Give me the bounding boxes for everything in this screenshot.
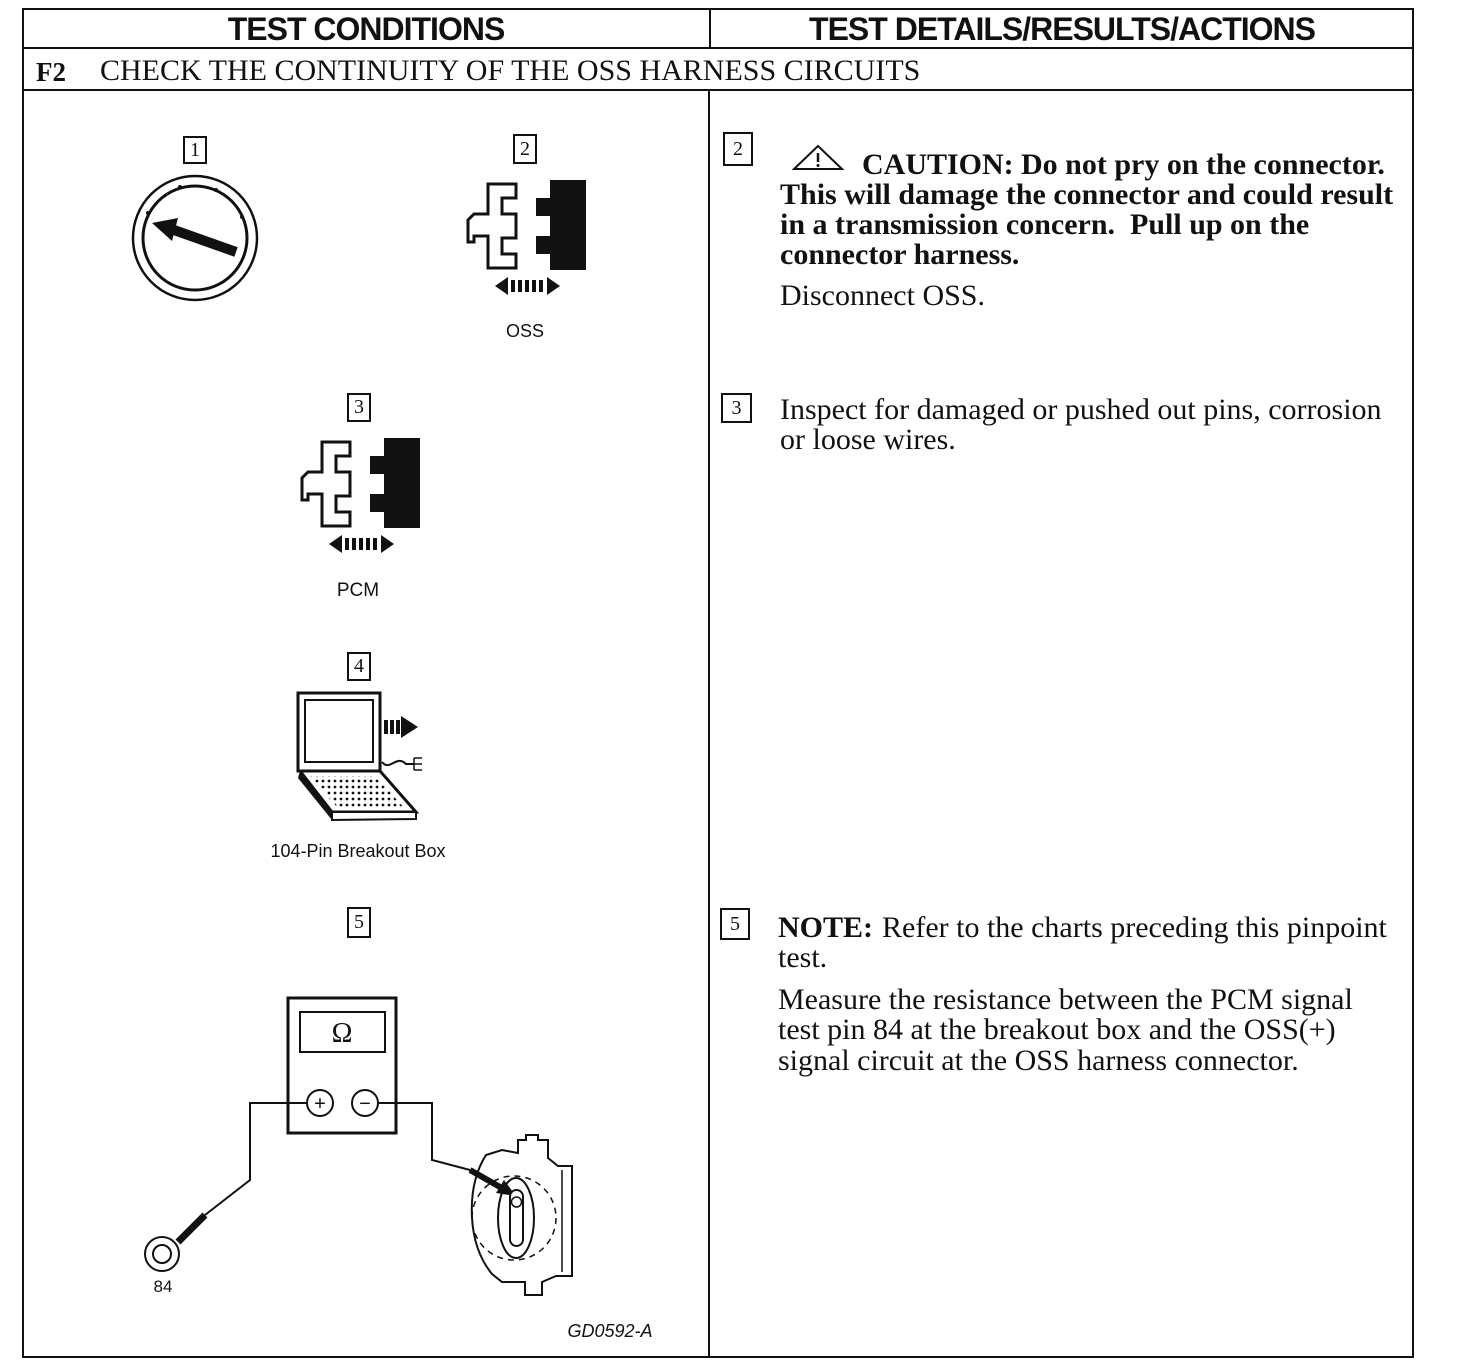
step-code: F2 — [36, 57, 66, 87]
detail-2-number: 2 — [723, 132, 753, 166]
ignition-outer-ring — [131, 174, 259, 302]
arrow-hatch — [359, 538, 363, 550]
connector-terminal-slot — [509, 1189, 524, 1247]
meter-positive-lead — [204, 1102, 307, 1216]
meter-plus-symbol: + — [314, 1093, 326, 1115]
note-text-line: Refer to the charts preceding this pinpo… — [882, 911, 1387, 944]
breakout-cable-plug — [413, 757, 422, 771]
test-pin-label: 84 — [154, 1277, 173, 1296]
arrow-right-head — [381, 535, 394, 553]
arrow-right-head — [547, 277, 560, 295]
ignition-key-shaft — [172, 225, 238, 257]
connector-component-half — [370, 438, 420, 528]
ohmmeter-icon: Ω + − 84 — [144, 996, 573, 1296]
arrow-left-head — [495, 277, 508, 295]
connector-harness-half — [466, 182, 518, 270]
table-bottom-border — [22, 1356, 1414, 1358]
body-column-divider — [708, 89, 710, 1357]
breakout-box-label: 104-Pin Breakout Box — [270, 841, 446, 861]
arrow-hatch — [345, 538, 349, 550]
laptop-base-edge — [298, 771, 332, 820]
arrow-hatch — [384, 720, 388, 734]
header-test-details: TEST DETAILS/RESULTS/ACTIONS — [809, 11, 1316, 47]
header-bottom-border — [22, 47, 1414, 49]
laptop-keyboard — [310, 776, 404, 808]
pcm-label: PCM — [336, 580, 380, 601]
condition-2-number: 2 — [513, 134, 537, 164]
connector-harness-half — [300, 440, 352, 528]
laptop-breakout-box-icon — [296, 691, 422, 822]
condition-1-number: 1 — [183, 136, 207, 164]
ignition-position-mark — [146, 211, 150, 215]
connector-terminal-pin — [510, 1196, 523, 1208]
detail-5-number: 5 — [720, 908, 750, 940]
connector-component-half — [536, 180, 586, 270]
ignition-position-mark — [178, 185, 182, 189]
warning-triangle-icon — [791, 144, 845, 170]
arrow-hatch — [532, 280, 536, 292]
oss-label: OSS — [505, 321, 544, 341]
breakout-cable — [381, 759, 414, 767]
caution-text-line: connector harness. — [780, 238, 1020, 271]
arrow-hatch — [518, 280, 522, 292]
condition-4-number: 4 — [347, 652, 371, 681]
figure-id: GD0592-A — [567, 1321, 653, 1341]
inspect-text-line: or loose wires. — [780, 423, 956, 456]
ignition-position-mark — [214, 188, 218, 192]
measure-text-line: test pin 84 at the breakout box and the … — [778, 1013, 1336, 1046]
arrow-hatch — [366, 538, 370, 550]
arrow-hatch — [525, 280, 529, 292]
action-disconnect-oss: Disconnect OSS. — [780, 279, 985, 312]
oss-harness-connector — [470, 1134, 573, 1296]
step-title: CHECK THE CONTINUITY OF THE OSS HARNESS … — [100, 54, 921, 87]
caution-text-line: Do not pry on the connector. — [1021, 148, 1385, 181]
step-row-bottom-border — [22, 89, 1414, 91]
detail-3-number: 3 — [721, 393, 752, 423]
arrow-hatch — [373, 538, 377, 550]
arrow-hatch — [396, 720, 400, 734]
measure-text-line: signal circuit at the OSS harness connec… — [778, 1044, 1299, 1077]
positive-probe — [175, 1212, 208, 1245]
oss-connector-disconnect-icon — [466, 180, 586, 295]
laptop-base-front — [331, 811, 417, 822]
arrow-hatch — [390, 720, 394, 734]
note-text-line: test. — [778, 941, 828, 974]
warning-triangle-outline — [791, 144, 845, 170]
ignition-position-mark — [240, 215, 244, 219]
measure-text-line: Measure the resistance between the PCM s… — [778, 983, 1353, 1016]
connector-terminal-ring — [497, 1177, 535, 1259]
arrow-hatch — [352, 538, 356, 550]
arrow-right-head — [401, 716, 418, 738]
caution-text-line: in a transmission concern. Pull up on th… — [780, 208, 1310, 241]
ignition-key-icon — [131, 174, 259, 302]
meter-ohm-symbol: Ω — [332, 1018, 353, 1049]
ignition-key-arrowhead — [152, 218, 178, 241]
laptop-screen-inner — [304, 699, 374, 763]
pcm-connector-disconnect-icon — [300, 438, 420, 553]
table-left-border — [22, 8, 24, 1358]
condition-5-number: 5 — [347, 907, 371, 938]
table-top-border — [22, 8, 1414, 10]
negative-probe — [468, 1167, 502, 1190]
caution-text-line: This will damage the connector and could… — [780, 178, 1394, 211]
warning-exclamation-dot — [816, 164, 820, 167]
arrow-hatch — [511, 280, 515, 292]
table-right-border — [1412, 8, 1414, 1358]
inspect-text-line: Inspect for damaged or pushed out pins, … — [780, 393, 1382, 426]
condition-3-number: 3 — [347, 393, 371, 422]
note-label: NOTE: — [778, 911, 874, 944]
meter-minus-symbol: − — [359, 1093, 371, 1115]
meter-negative-lead — [378, 1102, 471, 1171]
header-test-conditions: TEST CONDITIONS — [227, 11, 506, 47]
header-column-divider — [709, 8, 711, 48]
test-pin-inner — [152, 1244, 172, 1264]
connector-dashed-outline — [471, 1175, 557, 1261]
caution-label: CAUTION: — [862, 148, 1014, 181]
arrow-hatch — [539, 280, 543, 292]
ignition-inner-ring — [141, 184, 249, 292]
arrow-left-head — [329, 535, 342, 553]
meter-display — [299, 1011, 386, 1053]
